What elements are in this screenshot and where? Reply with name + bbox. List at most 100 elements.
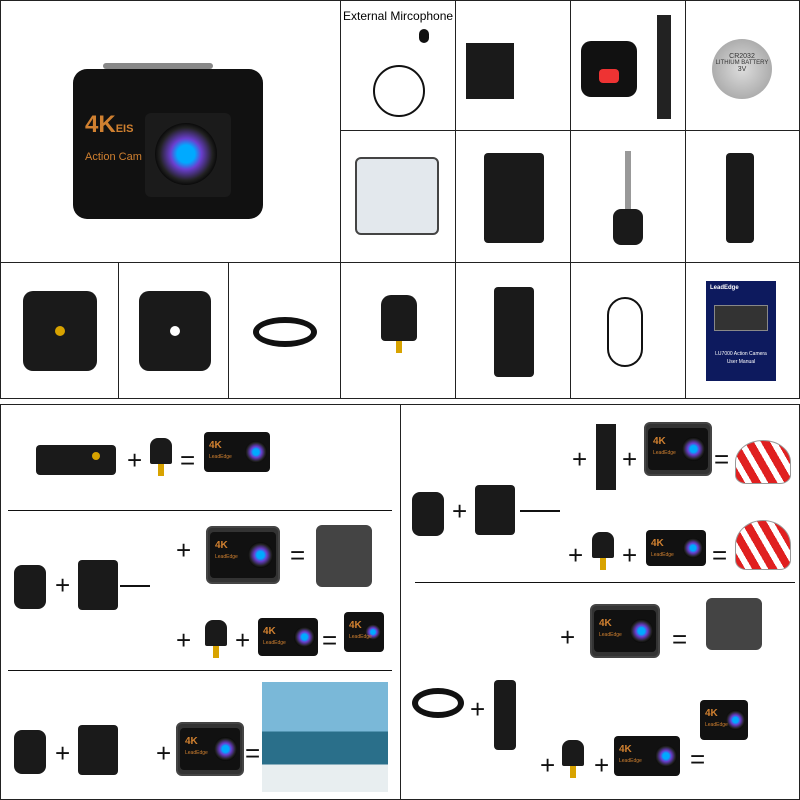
screw-cell <box>570 130 686 263</box>
microphone-head <box>419 29 429 43</box>
small-camera-brand: LeadEdge <box>185 750 208 756</box>
small-camera-logo: 4K <box>349 620 362 631</box>
plus-sign: + <box>55 738 71 768</box>
plus-sign: + <box>594 750 610 780</box>
small-camera-brand: LeadEdge <box>209 454 232 460</box>
long-screw <box>625 151 631 211</box>
manual-title: LU7000 Action Camera <box>715 351 767 357</box>
divider <box>415 582 795 583</box>
logo-eis: EIS <box>115 123 134 135</box>
plus-sign: + <box>235 625 251 655</box>
flat-adhesive-mount <box>412 492 444 536</box>
mount-hole <box>92 452 100 460</box>
plus-sign: + <box>572 444 588 474</box>
remote-control <box>581 41 637 97</box>
plus-sign: + <box>452 496 468 526</box>
manual-subtitle: User Manual <box>726 359 756 365</box>
equals-sign: = <box>690 744 706 774</box>
curved-adhesive-mount <box>139 291 211 371</box>
small-camera-brand: LeadEdge <box>215 554 238 560</box>
quick-release-buckle <box>475 485 515 535</box>
branch-line <box>520 510 560 512</box>
small-camera-logo: 4K <box>209 440 222 451</box>
manual-cover-image <box>714 305 768 331</box>
battery-cell <box>455 0 571 131</box>
camera-lens <box>245 441 267 463</box>
coin-battery-cell: CR2032 LITHIUM BATTERY 3V <box>685 0 800 131</box>
small-camera-logo: 4K <box>651 538 664 549</box>
small-camera-logo: 4K <box>599 618 612 629</box>
surfing-photo <box>262 682 388 792</box>
helmet <box>735 520 791 570</box>
velcro-strap <box>494 287 534 377</box>
handlebar-mount <box>412 688 464 718</box>
plus-sign: + <box>622 444 638 474</box>
small-camera-brand: LeadEdge <box>653 450 676 456</box>
equals-sign: = <box>180 445 196 475</box>
tripod-screw <box>396 341 402 353</box>
extension-arm <box>726 153 754 243</box>
small-camera-logo: 4K <box>619 744 632 755</box>
small-action-camera: 4K LeadEdge <box>646 530 706 566</box>
tripod-adapter <box>562 740 584 766</box>
plus-sign: + <box>470 694 486 724</box>
microphone-cell: External Mircophone <box>340 0 456 131</box>
small-action-camera: 4K LeadEdge <box>344 612 384 652</box>
camera-lens <box>365 624 381 640</box>
camera-subtitle: Action Cam <box>85 151 142 163</box>
plus-sign: + <box>156 738 172 768</box>
flat-mount-cell-1 <box>0 262 119 399</box>
housing-with-camera <box>316 525 372 587</box>
camera-lens <box>213 737 237 761</box>
plus-sign: + <box>560 622 576 652</box>
camera-lens <box>725 710 745 730</box>
camera-lens <box>247 542 273 568</box>
mount-hole <box>170 326 180 336</box>
side-mount <box>36 445 116 475</box>
tripod-adapter-cell <box>340 262 456 399</box>
tripod-adapter <box>592 532 614 558</box>
tripod-screw <box>158 464 164 476</box>
small-action-camera: 4K LeadEdge <box>594 610 656 652</box>
manual-cell: LeadEdge LU7000 Action Camera User Manua… <box>685 262 800 399</box>
equals-sign: = <box>290 540 306 570</box>
coin-battery: CR2032 LITHIUM BATTERY 3V <box>712 39 772 99</box>
small-camera-brand: LeadEdge <box>599 632 622 638</box>
plus-sign: + <box>568 540 584 570</box>
action-camera: 4KEIS Action Cam <box>73 63 263 219</box>
small-camera-brand: LeadEdge <box>349 634 372 640</box>
tripod-screw <box>213 646 219 658</box>
equals-sign: = <box>672 624 688 654</box>
extension-arm <box>494 680 516 750</box>
handlebar-mount <box>253 317 317 347</box>
user-manual: LeadEdge LU7000 Action Camera User Manua… <box>706 281 776 381</box>
flat-adhesive-mount <box>14 730 46 774</box>
extension-arm-cell <box>685 130 800 263</box>
logo-4k: 4K <box>85 111 116 138</box>
small-camera-logo: 4K <box>215 540 228 551</box>
velcro-strap <box>596 424 616 490</box>
plus-sign: + <box>176 535 192 565</box>
wrist-strap <box>657 15 671 119</box>
small-camera-logo: 4K <box>653 436 666 447</box>
camera-lens <box>294 626 315 648</box>
battery-type: LITHIUM BATTERY <box>715 60 769 66</box>
small-camera-brand: LeadEdge <box>651 552 674 558</box>
usb-cable-cell <box>570 262 686 399</box>
battery <box>466 43 514 99</box>
helmet <box>735 440 791 484</box>
microphone-label: External Mircophone <box>343 9 454 23</box>
small-camera-logo: 4K <box>185 736 198 747</box>
equals-sign: = <box>712 540 728 570</box>
plus-sign: + <box>55 570 71 600</box>
usb-cable <box>607 297 643 367</box>
quick-release-buckle <box>78 725 118 775</box>
quick-release-buckle <box>78 560 118 610</box>
remote-red-button <box>599 69 619 83</box>
housing-cell <box>340 130 456 263</box>
tripod-screw <box>570 766 576 778</box>
small-camera-logo: 4K <box>705 708 718 719</box>
lens-housing <box>145 113 231 197</box>
